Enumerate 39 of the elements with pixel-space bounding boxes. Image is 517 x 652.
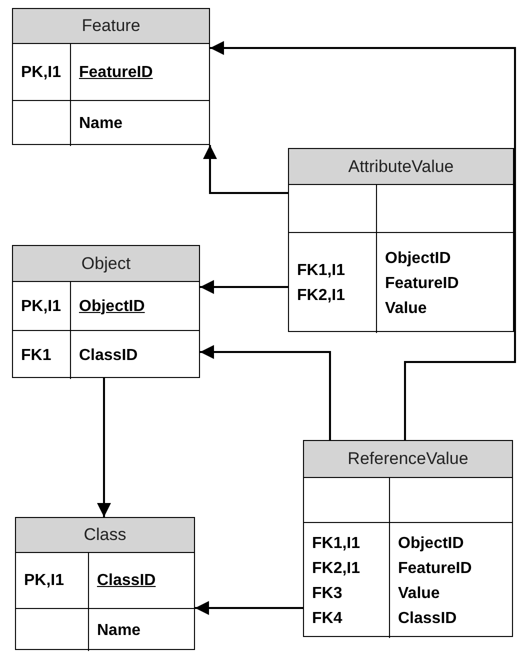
field-name: Name bbox=[79, 114, 123, 134]
key-label: PK,I1 bbox=[21, 296, 62, 316]
relationship-arrow bbox=[97, 378, 111, 517]
relationship-arrow bbox=[203, 145, 288, 194]
key-label: FK2,I1 bbox=[312, 558, 360, 578]
entity-name: Object bbox=[81, 254, 131, 274]
relationship-arrow bbox=[200, 345, 331, 440]
key-label: FK4 bbox=[312, 608, 342, 628]
entity-name: Class bbox=[84, 525, 126, 545]
entity-table bbox=[12, 245, 200, 378]
primary-key-field: ClassID bbox=[97, 568, 156, 593]
primary-key-field: FeatureID bbox=[79, 60, 153, 84]
field-name: ClassID bbox=[398, 608, 457, 628]
field-name: Value bbox=[385, 298, 427, 318]
entity-table bbox=[303, 440, 513, 637]
entity-name: ReferenceValue bbox=[348, 449, 468, 469]
relationship-arrow bbox=[210, 41, 516, 440]
entity-table bbox=[288, 148, 514, 332]
primary-key-field: ObjectID bbox=[79, 294, 145, 318]
field-name: Name bbox=[97, 620, 141, 640]
entity-name: Feature bbox=[82, 16, 140, 36]
field-name: FeatureID bbox=[398, 558, 472, 578]
entity-table bbox=[15, 517, 195, 650]
key-label: FK3 bbox=[312, 584, 342, 604]
key-label: PK,I1 bbox=[21, 62, 62, 82]
key-label: FK1,I1 bbox=[297, 261, 346, 281]
field-name: Value bbox=[398, 584, 440, 604]
field-name: ClassID bbox=[79, 346, 138, 366]
entity-table bbox=[12, 8, 210, 145]
field-name: ObjectID bbox=[398, 534, 464, 554]
entity-name: AttributeValue bbox=[348, 156, 454, 176]
field-name: FeatureID bbox=[385, 274, 459, 294]
field-name: ObjectID bbox=[385, 248, 451, 268]
key-label: FK1 bbox=[21, 346, 52, 366]
key-label: PK,I1 bbox=[24, 571, 64, 591]
relationship-arrow bbox=[195, 601, 303, 615]
key-label: FK2,I1 bbox=[297, 286, 346, 306]
relationship-arrow bbox=[200, 280, 288, 294]
key-label: FK1,I1 bbox=[312, 534, 360, 554]
